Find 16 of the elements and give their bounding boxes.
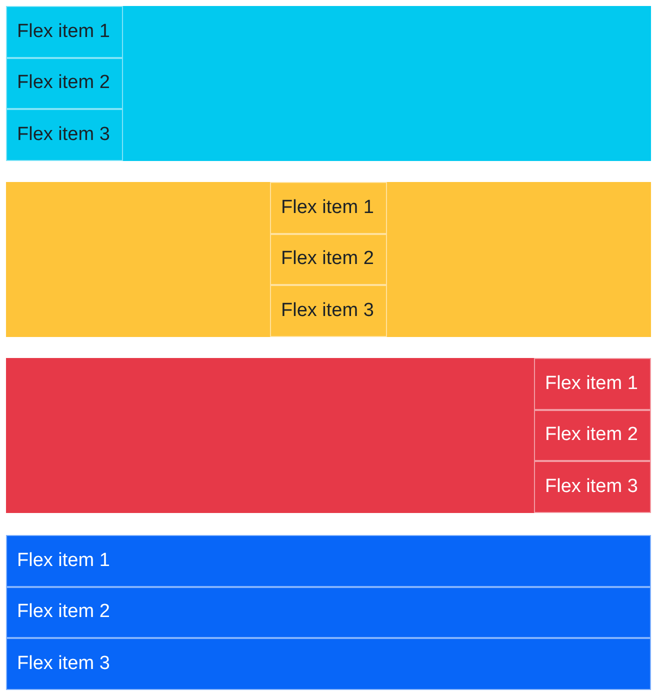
flex-item: Flex item 3 [534,461,651,513]
flex-item: Flex item 1 [270,182,387,234]
flex-item: Flex item 2 [534,410,651,462]
flex-item: Flex item 3 [270,285,387,337]
flex-item: Flex item 1 [534,358,651,410]
flex-container [6,6,651,161]
flex-item: Flex item 3 [6,638,651,690]
flex-container [6,182,651,337]
flex-item: Flex item 1 [6,535,651,587]
flex-item: Flex item 1 [6,6,123,58]
flex-item: Flex item 2 [6,58,123,110]
flex-container [6,535,651,690]
flex-item: Flex item 2 [270,234,387,286]
flex-container [6,358,651,513]
flex-item: Flex item 3 [6,109,123,161]
flex-item: Flex item 2 [6,586,651,638]
